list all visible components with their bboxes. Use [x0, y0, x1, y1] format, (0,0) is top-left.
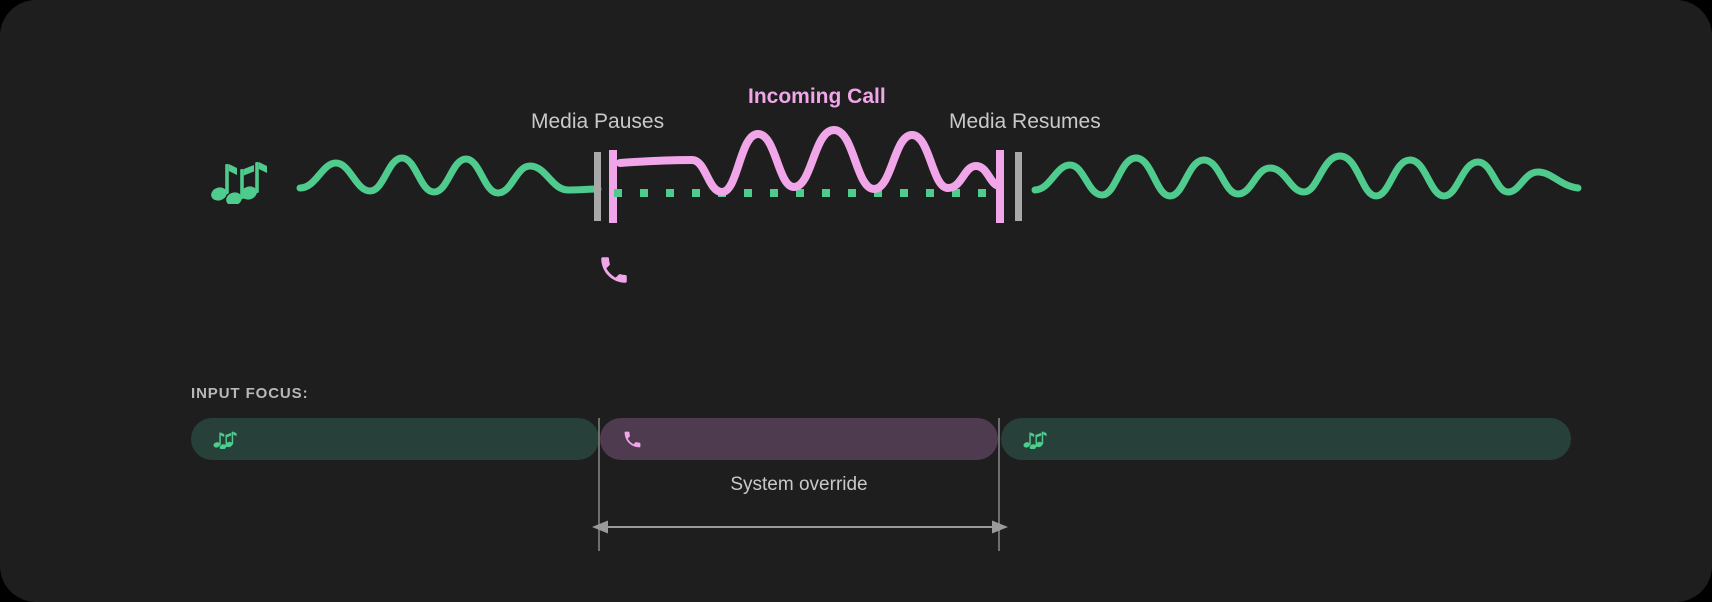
music-notes-icon	[1023, 430, 1047, 449]
override-span-arrow	[592, 520, 1008, 534]
waveform-graphic	[296, 126, 1582, 223]
media-wave-after	[1031, 152, 1582, 200]
label-media-resumes: Media Resumes	[949, 110, 1101, 133]
input-focus-title: INPUT FOCUS:	[191, 385, 309, 402]
override-guide-left	[598, 418, 600, 551]
input-focus-section: INPUT FOCUS:	[0, 360, 1712, 602]
label-media-pauses: Media Pauses	[531, 110, 665, 133]
call-wave	[616, 126, 1004, 196]
override-guide-right	[998, 418, 1000, 551]
call-start-marker-pink	[609, 150, 617, 223]
phone-icon-glyph	[601, 257, 627, 283]
system-override-text: System override	[730, 474, 868, 495]
music-notes-glyph	[211, 162, 267, 206]
music-notes-icon	[213, 430, 237, 449]
system-override-label: System override	[0, 474, 1712, 496]
phone-icon	[597, 253, 631, 287]
phone-icon-glyph	[624, 431, 641, 447]
phone-icon	[622, 429, 643, 450]
music-notes-glyph	[1023, 431, 1047, 449]
audio-focus-timeline: Media Pauses Incoming Call Media Resumes	[210, 85, 1582, 287]
resume-marker-gray	[1015, 152, 1022, 221]
label-incoming-call: Incoming Call	[748, 85, 886, 108]
music-notes-glyph	[213, 431, 237, 449]
media-wave-before	[296, 154, 602, 197]
focus-track	[0, 418, 1712, 460]
focus-lane-media-after[interactable]	[1001, 418, 1571, 460]
call-end-marker-pink	[996, 150, 1004, 223]
music-notes-icon	[210, 158, 268, 211]
focus-lane-call[interactable]	[600, 418, 998, 460]
focus-lane-media-before[interactable]	[191, 418, 599, 460]
pause-marker-gray	[594, 152, 601, 221]
